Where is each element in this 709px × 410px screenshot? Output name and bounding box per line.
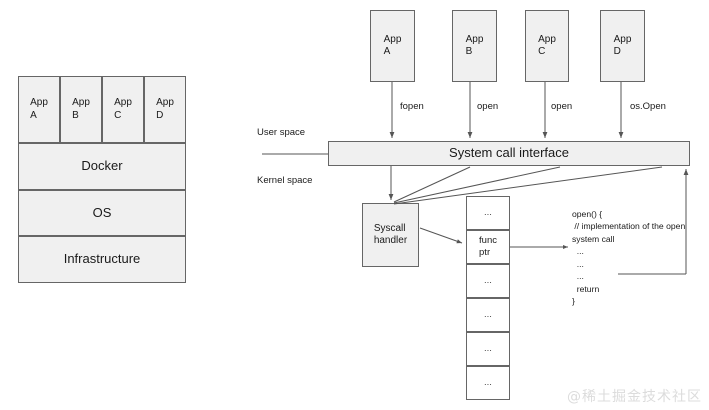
app-box-d: App D [600,10,645,82]
syscall-handler-box: Syscall handler [362,203,419,267]
syscall-table-row-3: ... [466,298,510,332]
arrow-handler-to-func-ptr [419,227,463,244]
left-app-label-d: App D [156,97,174,121]
left-layer-os: OS [18,190,186,236]
system-call-interface-label: System call interface [449,145,569,161]
app-label-a: App A [383,33,402,58]
watermark-text: @稀土掘金技术社区 [567,389,702,405]
left-layer-docker-label: Docker [81,158,123,174]
left-layer-infrastructure: Infrastructure [18,236,186,283]
syscall-implementation-code: open() { // implementation of the open s… [572,209,686,307]
app-label-c: App C [538,33,556,58]
syscall-table-cell-5: ... [484,377,492,389]
syscall-handler-label: Syscall handler [373,222,408,247]
left-app-box-b: App B [60,76,102,143]
call-label-os-open: os.Open [630,101,666,112]
syscall-table-cell-0: ... [484,207,492,219]
syscall-table-cell-2: ... [484,275,492,287]
syscall-table-row-0: ... [466,196,510,230]
call-label-fopen: fopen [400,101,424,112]
call-label-open-c: open [551,101,573,112]
left-layer-os-label: OS [92,204,112,220]
syscall-table-cell-3: ... [484,309,492,321]
system-call-interface-bar: System call interface [328,141,690,166]
left-app-box-c: App C [102,76,144,143]
syscall-table-cell-4: ... [484,343,492,355]
dispatch-line-1 [393,166,471,203]
dispatch-line-3 [393,166,663,205]
app-label-b: App B [465,33,484,58]
left-layer-docker: Docker [18,143,186,190]
app-box-b: App B [452,10,497,82]
syscall-table-row-4: ... [466,332,510,366]
left-app-label-b: App B [72,97,90,121]
app-box-a: App A [370,10,415,82]
kernel-space-label: Kernel space [257,175,313,186]
syscall-table-row-5: ... [466,366,510,400]
syscall-table-row-1: func ptr [466,230,510,264]
left-app-box-d: App D [144,76,186,143]
app-label-d: App D [613,33,632,58]
app-box-c: App C [525,10,569,82]
syscall-table-cell-1: func ptr [479,235,497,258]
left-app-box-a: App A [18,76,60,143]
syscall-table-row-2: ... [466,264,510,298]
user-space-label: User space [257,127,306,138]
left-app-label-a: App A [30,97,48,121]
left-layer-infrastructure-label: Infrastructure [63,251,141,267]
left-app-label-c: App C [114,97,132,121]
call-label-open-b: open [477,101,499,112]
